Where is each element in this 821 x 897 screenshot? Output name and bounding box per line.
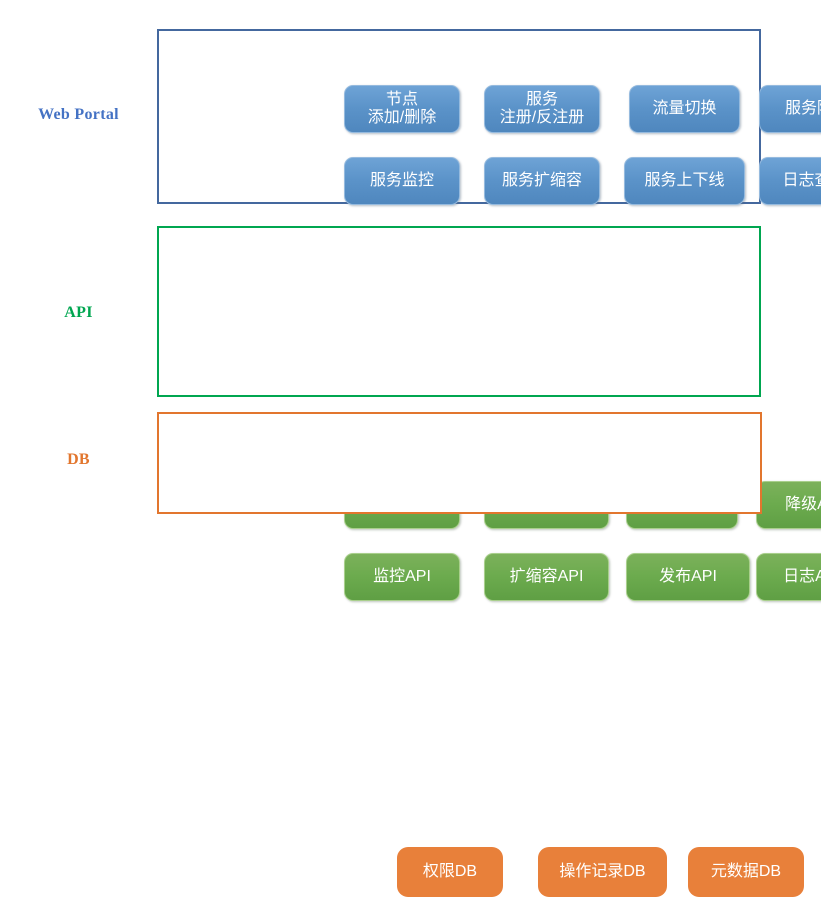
chip-service-monitor[interactable]: 服务监控 — [344, 157, 460, 205]
layer-label-db: DB — [67, 451, 90, 468]
chip-node-add-delete[interactable]: 节点 添加/删除 — [344, 85, 460, 133]
chip-permission-db[interactable]: 权限DB — [397, 847, 503, 897]
chip-service-degrade[interactable]: 服务降级 — [759, 85, 821, 133]
chip-scaling-api[interactable]: 扩缩容API — [484, 553, 609, 601]
chip-row-web-portal-2: 服务监控 服务扩缩容 服务上下线 日志查询 — [344, 157, 821, 205]
chip-service-register-unregister[interactable]: 服务 注册/反注册 — [484, 85, 600, 133]
chip-traffic-switch[interactable]: 流量切换 — [629, 85, 740, 133]
chip-log-query[interactable]: 日志查询 — [759, 157, 821, 205]
layer-label-web-portal: Web Portal — [38, 106, 119, 123]
chip-operation-log-db[interactable]: 操作记录DB — [538, 847, 667, 897]
chip-metadata-db[interactable]: 元数据DB — [688, 847, 804, 897]
chip-row-web-portal-1: 节点 添加/删除 服务 注册/反注册 流量切换 服务降级 — [344, 85, 821, 133]
layer-container-db: 权限DB 操作记录DB 元数据DB — [157, 412, 804, 897]
chip-service-online-offline[interactable]: 服务上下线 — [624, 157, 745, 205]
layer-label-api: API — [64, 304, 93, 321]
chip-degrade-api[interactable]: 降级API — [756, 481, 821, 529]
chip-row-db-1: 权限DB 操作记录DB 元数据DB — [397, 847, 804, 897]
chip-monitor-api[interactable]: 监控API — [344, 553, 460, 601]
diagram-canvas: Web Portal 节点 添加/删除 服务 注册/反注册 流量切换 服务降级 … — [38, 29, 821, 897]
chip-publish-api[interactable]: 发布API — [626, 553, 750, 601]
layer-container-api: 节点API 服务API 切流量API 降级API 监控API 扩缩容API 发布… — [157, 226, 821, 601]
chip-service-scaling[interactable]: 服务扩缩容 — [484, 157, 600, 205]
layer-container-web-portal: 节点 添加/删除 服务 注册/反注册 流量切换 服务降级 服务监控 服务扩缩容 … — [157, 29, 821, 205]
